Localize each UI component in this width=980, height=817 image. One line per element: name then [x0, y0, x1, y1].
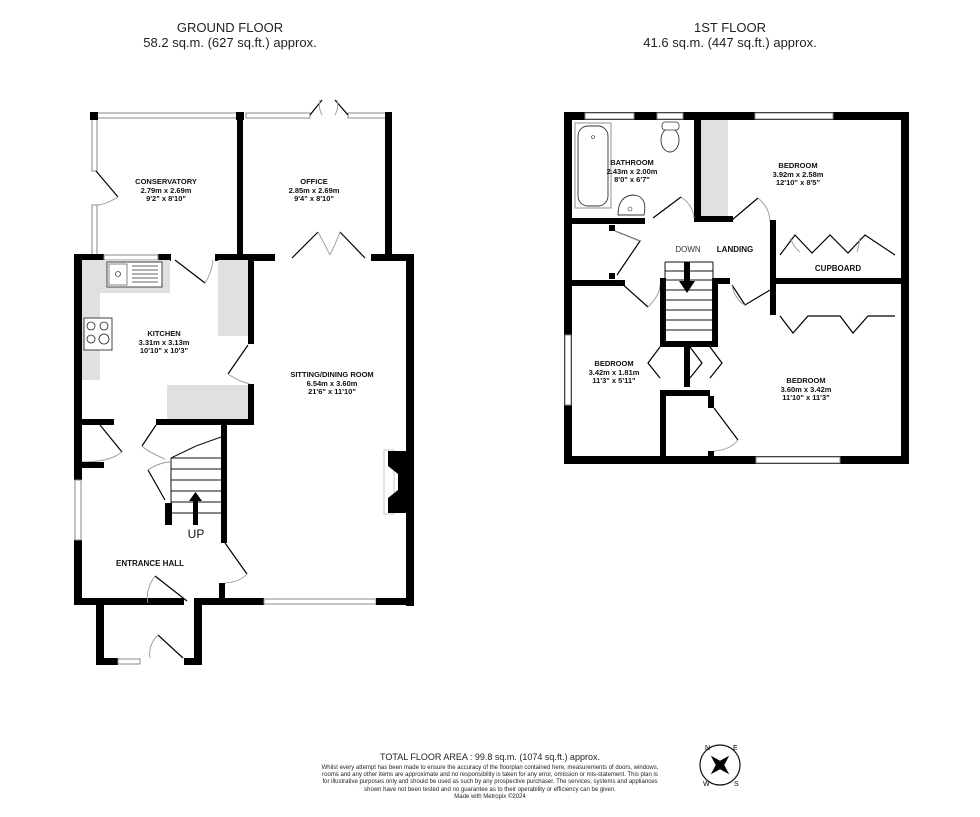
compass-south: S [734, 781, 739, 788]
compass-icon: N E S W [699, 744, 741, 788]
room-imperial: 21'6" x 11'10" [308, 387, 356, 396]
room-metric: 2.85m x 2.69m [288, 185, 340, 195]
first-floor-title: 1ST FLOOR 41.6 sq.m. (447 sq.ft.) approx… [620, 20, 840, 50]
room-metric: 6.54m x 3.60m [306, 378, 358, 388]
room-metric: 3.60m x 3.42m [780, 384, 832, 394]
room-label-bedroom-2: BEDROOM 3.42m x 1.81m 11'3" x 5'11" [588, 359, 640, 386]
room-label-bedroom-3: BEDROOM 3.60m x 3.42m 11'10" x 11'3" [780, 376, 832, 403]
room-name: BATHROOM [610, 158, 654, 167]
room-name: SITTING/DINING ROOM [290, 370, 374, 379]
room-label-entrance-hall: ENTRANCE HALL [116, 559, 184, 568]
disclaimer-text: Whilst every attempt has been made to en… [321, 765, 659, 793]
room-name: CONSERVATORY [135, 177, 197, 186]
room-label-sitting-dining-room: SITTING/DINING ROOM 6.54m x 3.60m 21'6" … [290, 370, 374, 397]
room-name: BEDROOM [786, 376, 826, 385]
ground-floor-title: GROUND FLOOR 58.2 sq.m. (627 sq.ft.) app… [130, 20, 330, 50]
room-metric: 3.92m x 2.58m [772, 169, 824, 179]
room-imperial: 11'10" x 11'3" [782, 393, 830, 402]
compass-north: N [705, 745, 710, 752]
room-imperial: 11'3" x 5'11" [592, 376, 636, 385]
room-label-office: OFFICE 2.85m x 2.69m 9'4" x 8'10" [288, 177, 340, 204]
room-name: KITCHEN [147, 329, 181, 338]
room-name: OFFICE [300, 177, 328, 186]
room-label-landing: LANDING [716, 245, 754, 254]
room-label-conservatory: CONSERVATORY 2.79m x 2.69m 9'2" x 8'10" [135, 177, 197, 204]
room-label-bathroom: BATHROOM 2.43m x 2.00m 8'0" x 6'7" [606, 158, 658, 185]
room-metric: 2.79m x 2.69m [140, 185, 192, 195]
room-imperial: 9'4" x 8'10" [294, 194, 334, 203]
compass-west: W [703, 781, 710, 788]
first-floor-plan [564, 112, 909, 464]
room-metric: 2.43m x 2.00m [606, 166, 658, 176]
room-imperial: 12'10" x 8'5" [775, 178, 821, 187]
ground-floor-plan [74, 99, 414, 665]
stairs-down-label: DOWN [675, 245, 701, 254]
room-imperial: 9'2" x 8'10" [146, 194, 186, 203]
room-imperial: 10'10" x 10'3" [139, 346, 189, 355]
room-label-cupboard: CUPBOARD [814, 264, 862, 273]
ground-floor-name: GROUND FLOOR [176, 20, 284, 35]
room-name: BEDROOM [778, 161, 818, 170]
room-metric: 3.42m x 1.81m [588, 367, 640, 377]
footer: TOTAL FLOOR AREA : 99.8 sq.m. (1074 sq.f… [320, 752, 660, 800]
room-metric: 3.31m x 3.13m [138, 337, 190, 347]
room-label-kitchen: KITCHEN 3.31m x 3.13m 10'10" x 10'3" [138, 329, 190, 356]
total-floor-area: TOTAL FLOOR AREA : 99.8 sq.m. (1074 sq.f… [380, 752, 600, 762]
room-name: BEDROOM [594, 359, 634, 368]
first-floor-name: 1ST FLOOR [693, 20, 766, 35]
room-label-bedroom-1: BEDROOM 3.92m x 2.58m 12'10" x 8'5" [772, 161, 824, 188]
made-with-credit: Made with Metropix ©2024 [454, 793, 526, 800]
room-imperial: 8'0" x 6'7" [614, 175, 650, 184]
first-floor-area: 41.6 sq.m. (447 sq.ft.) approx. [643, 35, 817, 50]
ground-floor-area: 58.2 sq.m. (627 sq.ft.) approx. [143, 35, 317, 50]
compass-east: E [733, 745, 738, 752]
stairs-up-label: UP [187, 527, 205, 541]
